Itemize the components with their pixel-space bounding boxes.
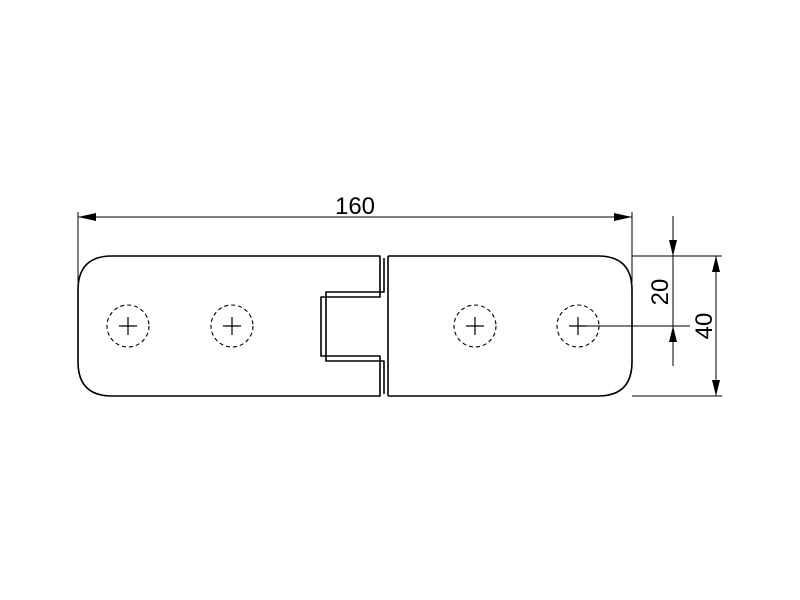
hole-offset-dimension-label: 20 bbox=[647, 279, 674, 306]
width-dimension bbox=[632, 255, 722, 397]
hole-2 bbox=[210, 304, 254, 348]
hole-3 bbox=[453, 304, 497, 348]
hole-1 bbox=[106, 304, 150, 348]
left-leaf-outline bbox=[77, 255, 381, 397]
width-dimension-label: 40 bbox=[691, 313, 718, 340]
length-dimension-label: 160 bbox=[335, 193, 375, 220]
length-dimension bbox=[77, 212, 633, 282]
left-knuckle-inner bbox=[325, 258, 385, 394]
